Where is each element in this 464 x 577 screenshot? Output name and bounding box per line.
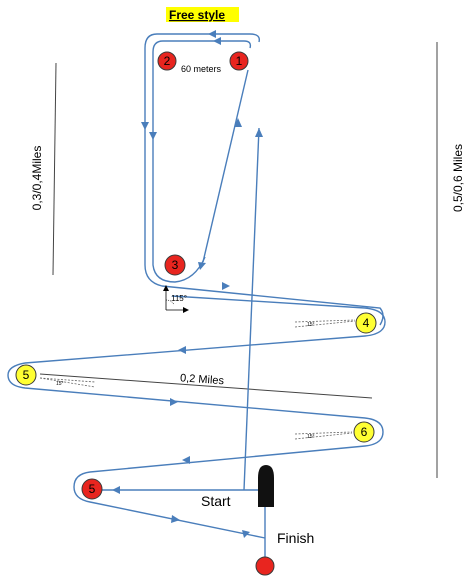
buoy-6: 6	[353, 421, 375, 443]
angle-115-label: 115°	[171, 294, 187, 303]
buoy-finish	[255, 556, 275, 576]
angle-marker: 115°	[163, 285, 189, 313]
svg-text:2: 2	[164, 54, 171, 68]
svg-text:15°: 15°	[307, 322, 315, 328]
diagram-title: Free style	[169, 8, 225, 22]
svg-text:6: 6	[361, 425, 368, 439]
route-arrows	[112, 30, 263, 538]
top-loop-outer	[144, 33, 384, 326]
buoy-5-left: 5	[15, 364, 37, 386]
angle-15-marker-4: 15°	[294, 319, 356, 328]
buoy-5-bottom: 5	[81, 478, 103, 500]
svg-text:1: 1	[236, 54, 243, 68]
vertical-leg	[243, 127, 260, 491]
start-label: Start	[201, 493, 231, 509]
boat-icon	[258, 465, 274, 507]
angle-15-marker-6: 15°	[294, 431, 353, 440]
buoy-1: 1	[229, 51, 249, 71]
svg-text:5: 5	[89, 482, 96, 496]
title-highlight	[166, 7, 239, 22]
left-distance-label: 0,3/0,4Miles	[30, 146, 44, 211]
finish-label: Finish	[277, 530, 314, 546]
angle-15-marker-5: 15°	[39, 377, 96, 388]
buoy-2: 2	[157, 51, 177, 71]
right-distance-label: 0,5/0,6 Miles	[451, 144, 464, 212]
middle-distance-line	[39, 373, 373, 399]
lane-5-left	[7, 362, 366, 419]
buoy-3: 3	[164, 254, 186, 276]
svg-text:15°: 15°	[56, 381, 64, 387]
svg-text:15°: 15°	[307, 434, 315, 440]
top-loop-inner	[152, 40, 252, 283]
middle-distance-label: 0,2 Miles	[180, 372, 225, 387]
lane-6-right	[89, 417, 384, 473]
svg-text:4: 4	[363, 316, 370, 330]
left-distance-line	[52, 62, 57, 276]
meters-label: 60 meters	[181, 64, 222, 74]
buoy-4: 4	[355, 312, 377, 334]
lane-5-bottom	[73, 471, 266, 539]
svg-text:3: 3	[172, 258, 179, 272]
leg-1-to-3	[202, 69, 249, 263]
lane-4-outer	[24, 295, 386, 364]
svg-text:5: 5	[23, 368, 30, 382]
